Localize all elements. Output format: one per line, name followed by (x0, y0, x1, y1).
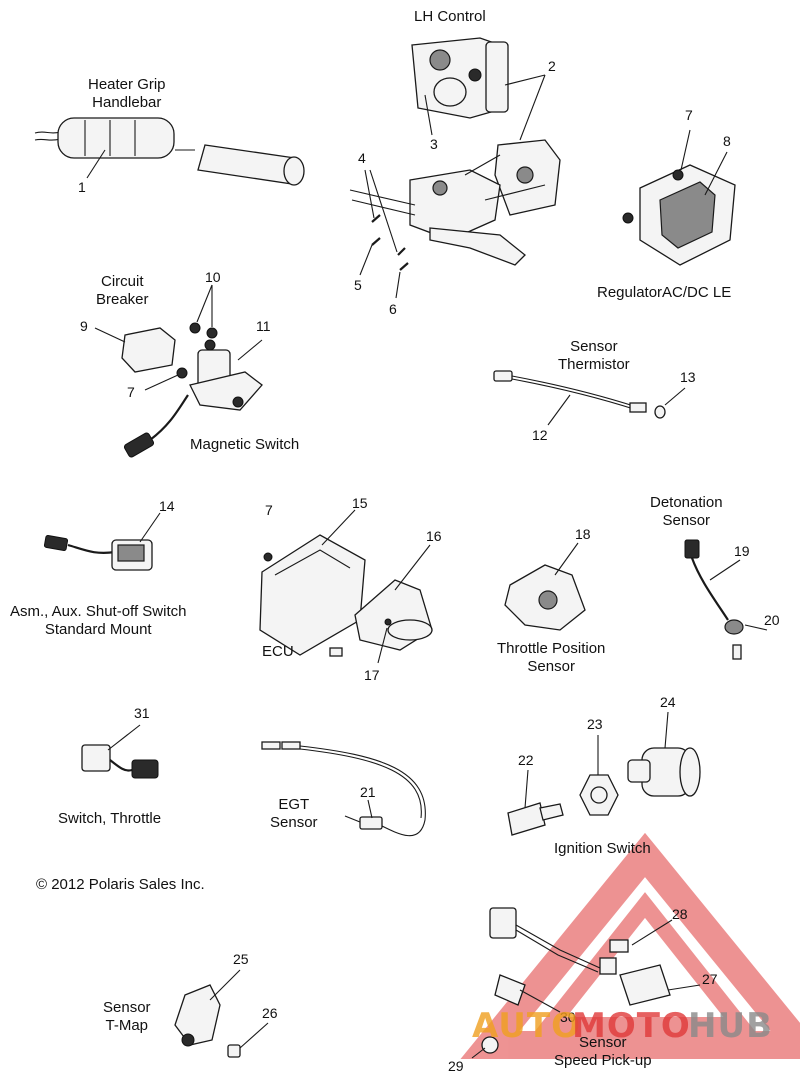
label-ignition-switch: Ignition Switch (554, 840, 651, 857)
callout-3: 3 (430, 136, 438, 152)
callout-15: 15 (352, 495, 368, 511)
tmap-sensor-part (174, 969, 269, 1058)
heater-grip-part (34, 117, 305, 186)
detonation-sensor-part (684, 539, 768, 660)
callout-22: 22 (518, 752, 534, 768)
regulator-part (622, 129, 736, 266)
label-switch-throttle: Switch, Throttle (58, 810, 162, 827)
callout-9: 9 (80, 318, 88, 334)
callout-7a: 7 (685, 107, 693, 123)
label-ecu: ECU (262, 643, 294, 660)
callout-31: 31 (134, 705, 150, 721)
callout-7b: 7 (127, 384, 135, 400)
aux-shutoff-part (43, 512, 161, 571)
callout-1: 1 (78, 179, 86, 195)
callout-26: 26 (262, 1005, 278, 1021)
circuit-breaker-part (94, 327, 176, 373)
callout-7c: 7 (265, 502, 273, 518)
callout-12: 12 (532, 427, 548, 443)
label-sensor-tmap: Sensor T-Map (103, 999, 151, 1034)
callout-4: 4 (358, 150, 366, 166)
egt-sensor-part (261, 741, 426, 837)
speed-pickup-part (471, 907, 701, 1059)
label-circuit-breaker: Circuit Breaker (96, 273, 149, 308)
throttle-position-part (504, 542, 586, 631)
callout-13: 13 (680, 369, 696, 385)
callout-14: 14 (159, 498, 175, 514)
callout-24: 24 (660, 694, 676, 710)
label-sensor-thermistor: Sensor Thermistor (558, 338, 630, 373)
callout-30: 30 (560, 1009, 576, 1025)
label-detonation-sensor: Detonation Sensor (650, 494, 723, 529)
label-aux-shutoff: Asm., Aux. Shut-off Switch Standard Moun… (10, 603, 187, 638)
switch-throttle-part (81, 724, 159, 779)
callout-17: 17 (364, 667, 380, 683)
label-throttle-position: Throttle Position Sensor (497, 640, 606, 675)
callout-5: 5 (354, 277, 362, 293)
magnetic-switch-part (123, 284, 263, 458)
callout-6: 6 (389, 301, 397, 317)
callout-29: 29 (448, 1058, 464, 1074)
watermark-auto: AUTO (472, 1006, 581, 1046)
callout-2: 2 (548, 58, 556, 74)
callout-8: 8 (723, 133, 731, 149)
watermark-logo (460, 832, 800, 1059)
callout-11: 11 (256, 318, 271, 334)
callout-21: 21 (360, 784, 376, 800)
label-lh-control: LH Control (414, 8, 486, 25)
copyright-text: © 2012 Polaris Sales Inc. (36, 876, 205, 893)
callout-10: 10 (205, 269, 221, 285)
label-heater-grip: Heater Grip Handlebar (88, 76, 166, 111)
callout-18: 18 (575, 526, 591, 542)
label-magnetic-switch: Magnetic Switch (190, 436, 300, 453)
callout-16: 16 (426, 528, 442, 544)
label-speed-pickup: Sensor Speed Pick-up (554, 1034, 652, 1069)
label-egt-sensor: EGT Sensor (270, 796, 318, 831)
callout-28: 28 (672, 906, 688, 922)
ecu-part (259, 509, 433, 664)
watermark-moto: MOTO (572, 1006, 691, 1046)
callout-20: 20 (764, 612, 780, 628)
label-regulator: RegulatorAC/DC LE (597, 284, 732, 301)
ignition-switch-part (507, 711, 701, 836)
sensor-thermistor-part (493, 370, 686, 426)
watermark-hub: HUB (688, 1006, 773, 1046)
callout-19: 19 (734, 543, 750, 559)
lh-control-part (349, 37, 561, 299)
callout-25: 25 (233, 951, 249, 967)
callout-23: 23 (587, 716, 603, 732)
callout-27: 27 (702, 971, 718, 987)
